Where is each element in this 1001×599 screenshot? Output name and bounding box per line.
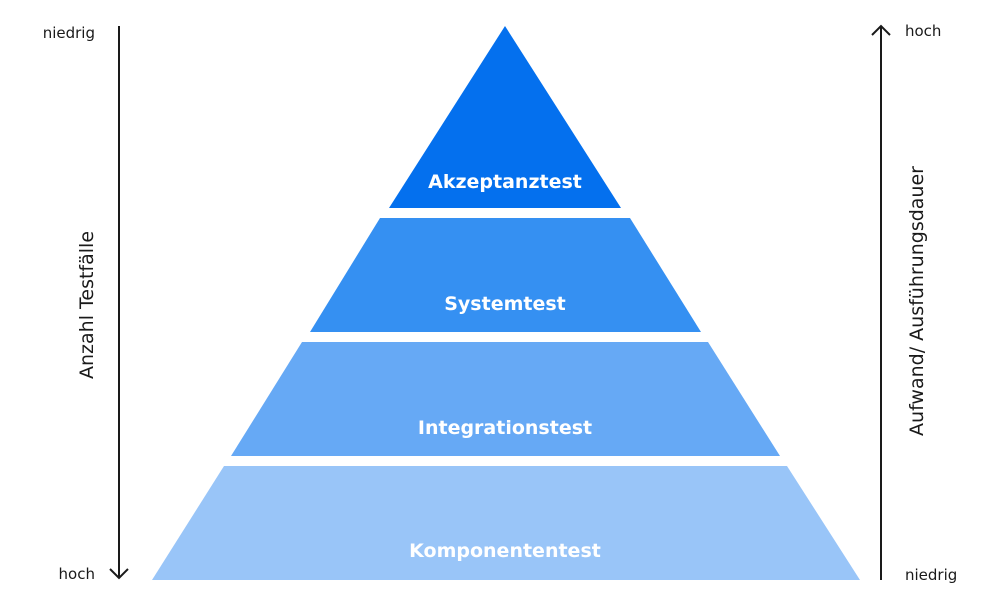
- pyramid-level-integration-shape: [231, 342, 780, 456]
- pyramid-level-component-shape: [152, 466, 860, 580]
- right-axis-arrow-up-icon: [871, 24, 891, 36]
- left-axis: niedrig hoch Anzahl Testfälle: [43, 24, 129, 583]
- right-axis-title: Aufwand/ Ausführungsdauer: [906, 166, 928, 436]
- left-axis-arrow-down-icon: [109, 568, 129, 580]
- pyramid-level-acceptance-shape: [389, 26, 621, 208]
- pyramid-level-acceptance-label: Akzeptanztest: [428, 171, 582, 193]
- left-axis-title: Anzahl Testfälle: [76, 231, 98, 379]
- pyramid-level-system-label: Systemtest: [444, 293, 566, 315]
- pyramid-level-component-label: Komponententest: [409, 540, 601, 562]
- right-axis-top-label: hoch: [905, 22, 941, 40]
- pyramid-level-integration-label: Integrationstest: [418, 417, 592, 439]
- pyramid-level-system: Systemtest: [310, 218, 701, 332]
- pyramid-level-acceptance: Akzeptanztest: [389, 26, 621, 208]
- pyramid-level-component: Komponententest: [152, 466, 860, 580]
- right-axis: hoch niedrig Aufwand/ Ausführungsdauer: [871, 22, 957, 584]
- right-axis-bottom-label: niedrig: [905, 566, 957, 584]
- left-axis-top-label: niedrig: [43, 24, 95, 42]
- pyramid-level-system-shape: [310, 218, 701, 332]
- left-axis-bottom-label: hoch: [59, 565, 95, 583]
- pyramid: Akzeptanztest Systemtest Integrationstes…: [152, 26, 860, 580]
- pyramid-level-integration: Integrationstest: [231, 342, 780, 456]
